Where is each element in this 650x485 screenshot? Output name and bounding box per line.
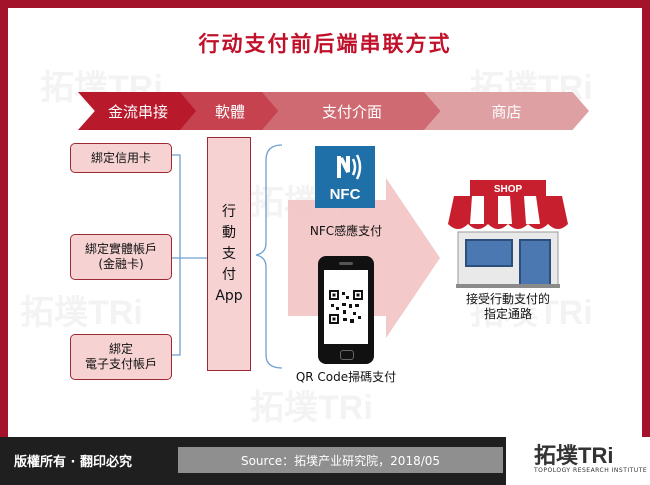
- app-char: 動: [222, 224, 236, 241]
- binding-label: 綁定實體帳戶: [84, 242, 157, 256]
- stage-store: 商店: [424, 92, 589, 130]
- qr-code-icon: [329, 290, 363, 324]
- stage-payment-flow: 金流串接: [78, 92, 198, 130]
- tri-logo-subtitle: TOPOLOGY RESEARCH INSTITUTE: [534, 467, 648, 474]
- tri-logo: 拓墣TRi: [534, 443, 614, 468]
- logo-area: [506, 437, 650, 485]
- stage-label: 金流串接: [107, 102, 168, 121]
- shop-label-line: 接受行動支付的: [465, 292, 550, 306]
- nfc-icon: NFC: [315, 146, 375, 208]
- binding-label: 綁定信用卡: [90, 150, 151, 165]
- stage-payment-interface: 支付介面: [262, 92, 442, 130]
- binding-sublabel: 電子支付帳戶: [84, 357, 157, 371]
- bracket-left: [170, 154, 181, 356]
- nfc-label: NFC感應支付: [309, 224, 383, 238]
- source-band: [178, 447, 503, 473]
- app-char: 行: [222, 203, 236, 220]
- shop-sign-text: SHOP: [494, 184, 523, 195]
- shop-label-line: 指定通路: [483, 307, 532, 321]
- page-title: 行动支付前后端串联方式: [198, 31, 452, 56]
- nfc-icon-text: NFC: [329, 186, 361, 203]
- app-char: 付: [222, 266, 236, 283]
- binding-bank-account: 綁定實體帳戶 (金融卡): [70, 234, 172, 280]
- binding-credit-card: 綁定信用卡: [70, 143, 172, 173]
- source-text: Source：拓墣产业研究院，2018/05: [240, 454, 441, 468]
- shop-label: 接受行動支付的 指定通路: [448, 292, 568, 322]
- binding-e-wallet: 綁定 電子支付帳戶: [70, 334, 172, 380]
- phone-qr-icon: [318, 256, 374, 364]
- app-char: 支: [222, 245, 236, 262]
- stage-label: 軟體: [214, 102, 245, 121]
- binding-sublabel: (金融卡): [98, 257, 144, 271]
- bracket-brace: [255, 144, 283, 369]
- stage-software: 軟體: [180, 92, 280, 130]
- copyright-text: 版權所有 · 翻印必究: [14, 455, 132, 470]
- app-char: App: [215, 287, 243, 304]
- stage-label: 支付介面: [321, 102, 382, 121]
- stage-label: 商店: [491, 102, 522, 121]
- binding-label: 綁定: [108, 342, 133, 356]
- mobile-payment-app: 行 動 支 付 App: [207, 137, 251, 371]
- shop-icon: SHOP: [448, 180, 568, 288]
- qr-label: QR Code掃碼支付: [295, 370, 397, 384]
